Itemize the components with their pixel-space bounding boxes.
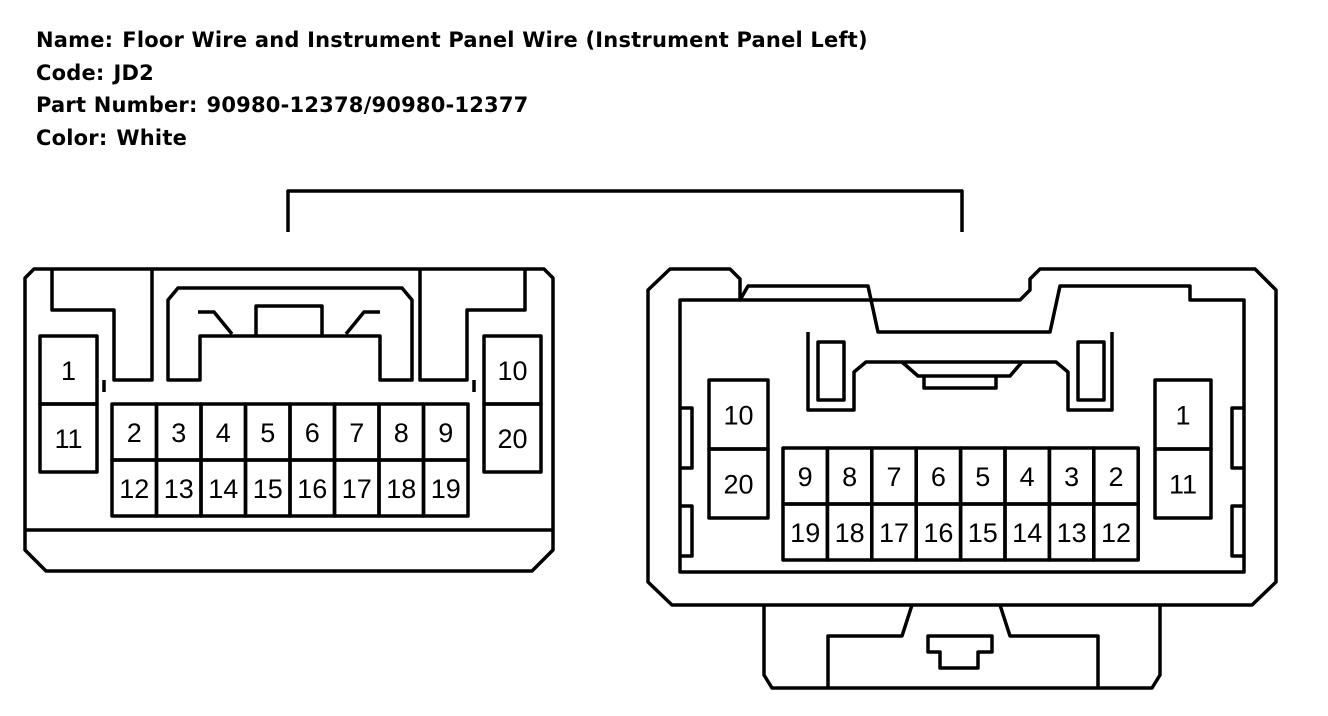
name-value: Floor Wire and Instrument Panel Wire (In… bbox=[122, 28, 868, 52]
right-pin-8-label: 8 bbox=[842, 462, 857, 492]
right-side-slots bbox=[680, 406, 1244, 558]
left-pin-1-label: 1 bbox=[61, 356, 76, 386]
color-value: White bbox=[116, 125, 188, 150]
left-pin-17-label: 17 bbox=[342, 474, 372, 504]
left-pin-20-cell bbox=[482, 402, 543, 474]
part-number-label: Part Number: bbox=[36, 93, 198, 117]
left-pin-11-cell bbox=[38, 402, 99, 474]
left-pin-8-label: 8 bbox=[394, 418, 409, 448]
right-pin-12-cell bbox=[1092, 502, 1140, 562]
right-lock-ridge bbox=[806, 332, 1114, 412]
pairing-bracket bbox=[286, 189, 964, 232]
name-row: Name: Floor Wire and Instrument Panel Wir… bbox=[36, 24, 868, 57]
right-pin-18-label: 18 bbox=[835, 518, 865, 548]
left-lock-notch-b bbox=[344, 310, 380, 336]
connector-info: Name: Floor Wire and Instrument Panel Wir… bbox=[36, 24, 868, 154]
right-pin-2-label: 2 bbox=[1108, 462, 1123, 492]
right-pin-14-label: 14 bbox=[1012, 518, 1042, 548]
left-pin-15-label: 15 bbox=[253, 474, 283, 504]
left-lock-tab bbox=[254, 304, 324, 336]
right-pin-13-label: 13 bbox=[1057, 518, 1087, 548]
left-pin-2-label: 2 bbox=[127, 418, 142, 448]
left-pin-20-label: 20 bbox=[497, 424, 527, 454]
right-pin-9-label: 9 bbox=[798, 462, 813, 492]
left-pin-6-label: 6 bbox=[305, 418, 320, 448]
right-housing-outline bbox=[646, 267, 1278, 607]
right-pin-11-cell bbox=[1153, 447, 1213, 520]
right-pin-12-label: 12 bbox=[1101, 518, 1131, 548]
right-lock-tab bbox=[816, 340, 1106, 402]
right-pin-20-label: 20 bbox=[723, 470, 753, 500]
part-number-value: 90980-12378/90980-12377 bbox=[206, 93, 529, 117]
left-pin-9-label: 9 bbox=[438, 418, 453, 448]
right-pin-17-label: 17 bbox=[879, 518, 909, 548]
right-pin-16-label: 16 bbox=[923, 518, 953, 548]
right-pin-3-label: 3 bbox=[1064, 462, 1079, 492]
right-pin-10-label: 10 bbox=[723, 401, 753, 431]
left-pin-3-label: 3 bbox=[171, 418, 186, 448]
right-latch-outline bbox=[762, 604, 1162, 690]
code-value: JD2 bbox=[113, 60, 154, 85]
left-pin-11-label: 11 bbox=[54, 424, 82, 454]
left-pin-4-label: 4 bbox=[216, 418, 231, 448]
right-pin-7-label: 7 bbox=[886, 462, 901, 492]
left-pin-16-label: 16 bbox=[297, 474, 327, 504]
left-pin-13-label: 13 bbox=[164, 474, 194, 504]
name-label: Name: bbox=[36, 28, 114, 52]
left-lock-notch-a bbox=[198, 310, 234, 336]
left-cavity-frame bbox=[102, 380, 476, 392]
part-number-row: Part Number: 90980-12378/90980-12377 bbox=[36, 89, 868, 122]
left-pin-18-label: 18 bbox=[386, 474, 416, 504]
right-pin-15-label: 15 bbox=[968, 518, 998, 548]
right-pin-19-label: 19 bbox=[790, 518, 820, 548]
left-pin-14-label: 14 bbox=[208, 474, 238, 504]
code-label: Code: bbox=[36, 60, 105, 85]
right-pin-20-cell bbox=[707, 447, 770, 520]
right-pin-1-label: 1 bbox=[1175, 401, 1190, 431]
right-housing-inner bbox=[678, 284, 1246, 574]
color-label: Color: bbox=[36, 125, 108, 150]
left-pin-12-label: 12 bbox=[119, 474, 149, 504]
left-pin-10-label: 10 bbox=[497, 356, 527, 386]
left-pin-19-label: 19 bbox=[431, 474, 461, 504]
right-pin-4-label: 4 bbox=[1020, 462, 1035, 492]
right-latch-button bbox=[926, 634, 994, 670]
left-housing-inner bbox=[25, 269, 553, 532]
left-pin-5-label: 5 bbox=[260, 418, 275, 448]
right-pin-5-label: 5 bbox=[975, 462, 990, 492]
code-row: Code: JD2 bbox=[36, 57, 868, 90]
left-pin-19-cell bbox=[421, 458, 470, 518]
left-housing-outline bbox=[23, 267, 555, 573]
left-lock-outline bbox=[166, 286, 414, 382]
left-pin-7-label: 7 bbox=[349, 418, 364, 448]
right-pin-6-label: 6 bbox=[931, 462, 946, 492]
right-pin-11-label: 11 bbox=[1169, 470, 1197, 500]
color-row: Color: White bbox=[36, 122, 868, 155]
